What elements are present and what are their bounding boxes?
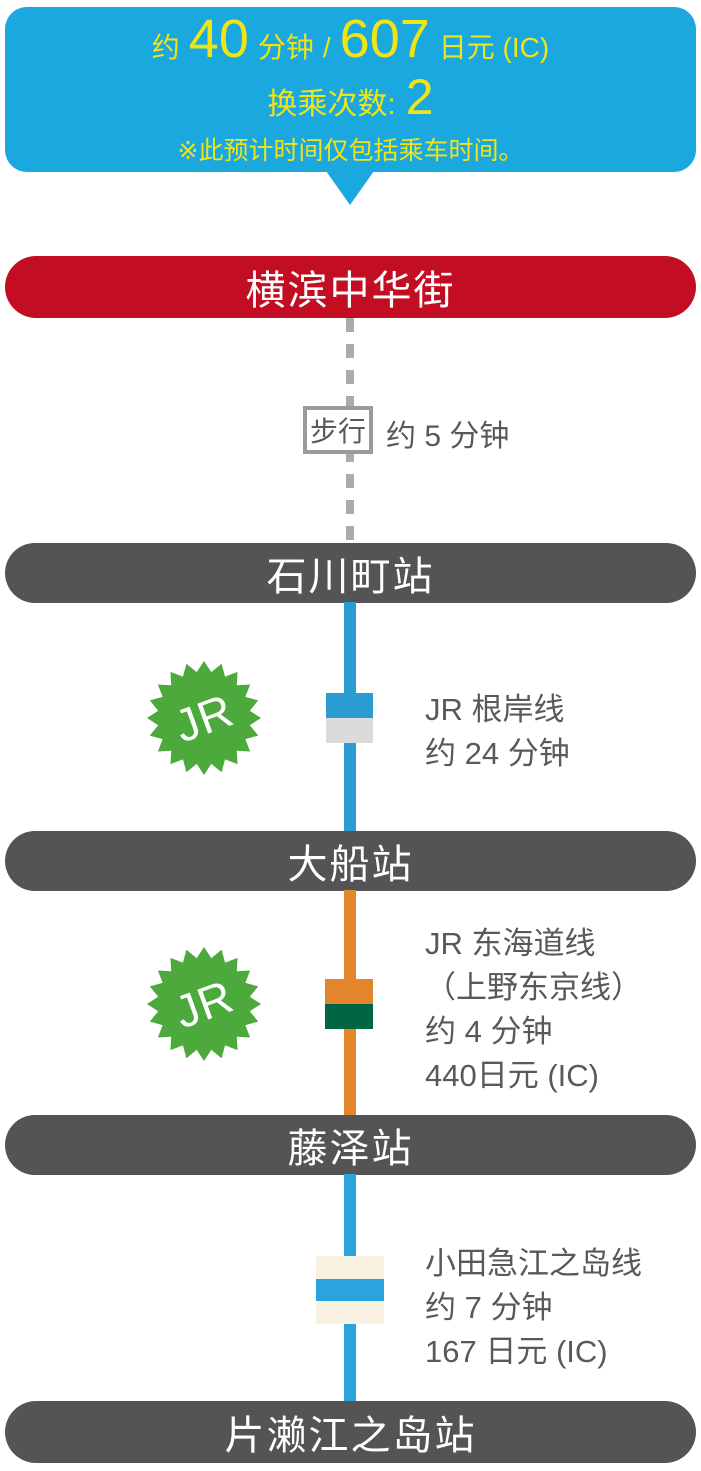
station-pill-ofuna: 大船站 xyxy=(5,831,696,891)
line-name: JR 东海道线 xyxy=(425,926,596,961)
segment-info-odakyu: 小田急江之岛线 约 7 分钟 167 日元 (IC) xyxy=(425,1242,695,1374)
line-color-bottom xyxy=(326,718,373,743)
station-pill-katase-enoshima: 片濑江之岛站 xyxy=(5,1401,696,1463)
line-color-top xyxy=(325,979,373,1004)
line-name: JR 根岸线 xyxy=(425,692,565,727)
segment-info-tokaido: JR 东海道线 （上野东京线） 约 4 分钟 440日元 (IC) xyxy=(425,922,695,1098)
fare-unit-label: 日元 (IC) xyxy=(438,32,550,63)
walk-duration: 约 5 分钟 xyxy=(386,420,510,453)
starburst-seal-icon xyxy=(146,660,262,776)
line-color-bottom xyxy=(325,1004,373,1029)
station-pill-fujisawa: 藤泽站 xyxy=(5,1115,696,1175)
minutes-unit-label: 分钟 xyxy=(257,32,314,63)
summary-bubble: 约 40 分钟 / 607 日元 (IC) 换乘次数: 2 ※此预计时间仅包括乘… xyxy=(5,7,696,172)
station-name: 藤泽站 xyxy=(287,1127,414,1171)
origin-pill: 横滨中华街 xyxy=(5,256,696,318)
total-minutes-value: 40 xyxy=(188,9,249,69)
line-color-middle xyxy=(316,1278,384,1302)
station-pill-ishikawacho: 石川町站 xyxy=(5,543,696,603)
summary-time-fare: 约 40 分钟 / 607 日元 (IC) xyxy=(152,12,549,66)
separator-slash: / xyxy=(322,32,331,63)
origin-name: 横滨中华街 xyxy=(245,269,456,313)
bubble-tail-triangle xyxy=(326,171,374,205)
line-fare: 440日元 (IC) xyxy=(425,1058,599,1093)
line-color-top xyxy=(326,693,373,718)
line-duration: 约 4 分钟 xyxy=(425,1014,553,1049)
line-name: 小田急江之岛线 xyxy=(425,1246,642,1281)
total-fare-value: 607 xyxy=(339,9,430,69)
jr-operator-badge: JR xyxy=(146,660,262,776)
line-color-top xyxy=(316,1256,384,1279)
line-duration: 约 24 分钟 xyxy=(425,736,570,771)
transfers-label: 换乘次数: xyxy=(267,88,396,121)
station-name: 大船站 xyxy=(287,843,414,887)
summary-transfers: 换乘次数: 2 xyxy=(267,72,433,123)
line-color-indicator-odakyu xyxy=(316,1256,384,1325)
line-name-alt: （上野东京线） xyxy=(425,970,642,1005)
starburst-seal-icon xyxy=(146,946,262,1062)
line-fare: 167 日元 (IC) xyxy=(425,1334,608,1369)
walk-label: 步行 xyxy=(309,416,366,447)
summary-note: ※此预计时间仅包括乘车时间。 xyxy=(177,137,524,165)
line-duration: 约 7 分钟 xyxy=(425,1290,553,1325)
line-color-indicator-tokaido xyxy=(325,979,373,1029)
jr-operator-badge: JR xyxy=(146,946,262,1062)
segment-info-negishi: JR 根岸线 约 24 分钟 xyxy=(425,688,695,776)
transfers-count: 2 xyxy=(405,69,434,125)
approx-label: 约 xyxy=(151,32,180,63)
station-name: 石川町站 xyxy=(266,555,435,599)
line-color-indicator-negishi xyxy=(326,693,373,743)
station-name: 片濑江之岛站 xyxy=(224,1414,477,1458)
walk-mode-box: 步行 xyxy=(303,406,373,454)
line-color-bottom xyxy=(316,1301,384,1325)
